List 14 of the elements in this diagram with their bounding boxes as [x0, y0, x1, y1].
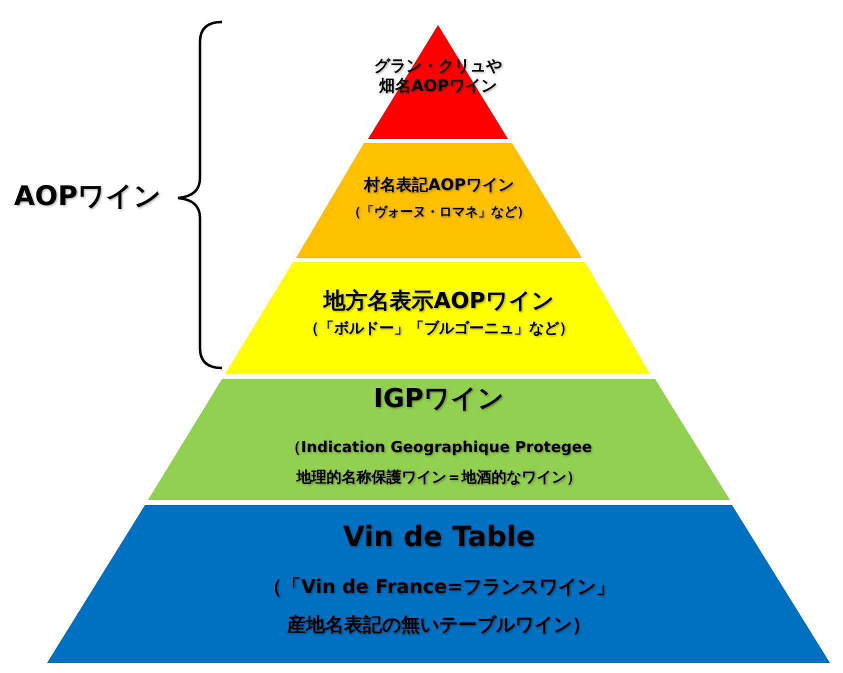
- tier-description: （Indication Geographique Protegee 地理的名称保護ワイン＝地酒的なワイン）: [284, 437, 594, 488]
- pyramid-tier: [296, 143, 582, 258]
- group-label: AOPワイン: [14, 180, 162, 214]
- tier-description: （「Vin de France=フランスワイン」産地名表記の無いテーブルワイン）: [262, 575, 616, 638]
- tier-title: Vin de Table: [342, 519, 536, 554]
- pyramid-tier: [148, 379, 730, 500]
- tier-description: （「ヴォーヌ・ロマネ」など）: [347, 205, 531, 222]
- pyramid-top-triangle: [368, 25, 508, 139]
- tier-description: （「ボルドー」「ブルゴーニュ」など）: [303, 319, 575, 338]
- pyramid-tier: [225, 262, 650, 374]
- pyramid-tier: [47, 505, 830, 663]
- tier-title: 村名表記AOPワイン: [362, 175, 515, 195]
- tier-title: 地方名表示AOPワイン: [322, 288, 556, 316]
- tier-title: IGPワイン: [372, 383, 506, 416]
